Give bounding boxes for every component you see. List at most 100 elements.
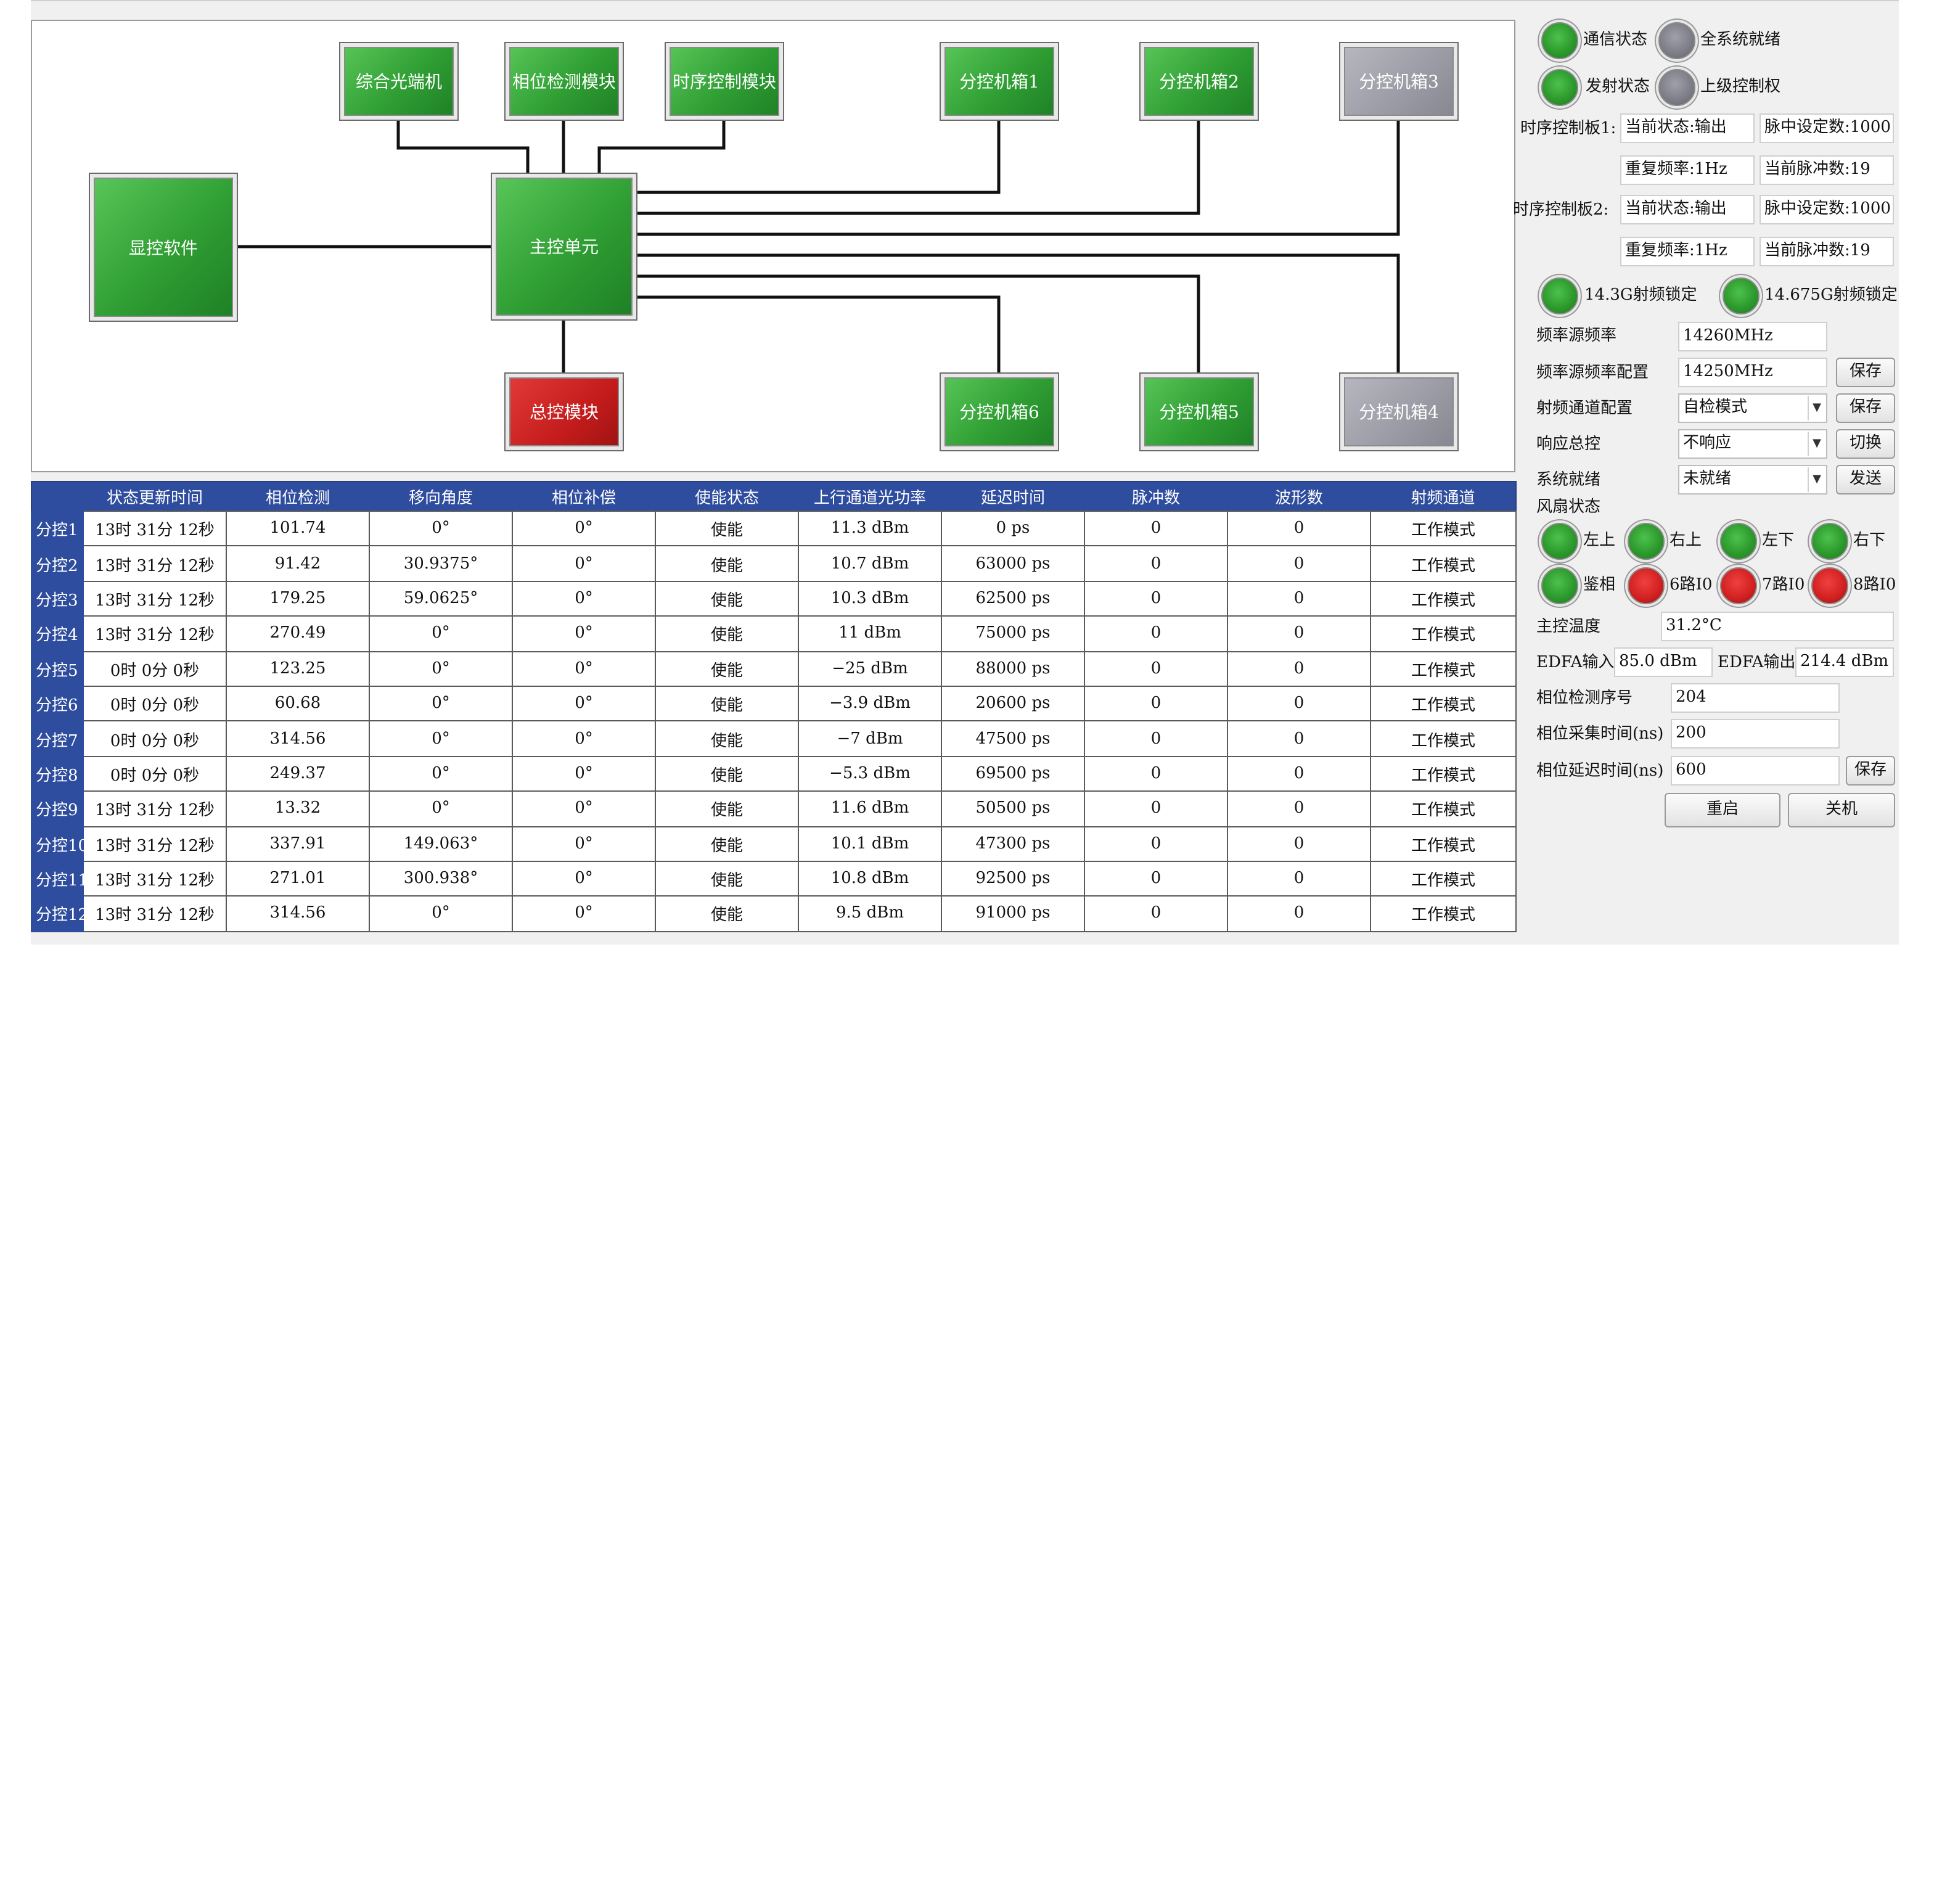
table-cell: −25 dBm	[798, 650, 942, 687]
node-sub-chassis-4[interactable]: 分控机箱4	[1339, 372, 1459, 451]
table-cell: 0时 0分 0秒	[83, 685, 227, 722]
row-label: 分控2	[31, 545, 84, 582]
table-cell: 工作模式	[1370, 615, 1517, 652]
main-temp-label: 主控温度	[1536, 618, 1601, 636]
table-cell: 0	[1084, 545, 1228, 582]
all-ready-lamp	[1658, 22, 1695, 59]
respond-master-label: 响应总控	[1536, 435, 1601, 454]
table-cell: 0	[1227, 790, 1371, 827]
phase-acq-time-value: 200	[1671, 719, 1840, 749]
table-cell: 0	[1227, 860, 1371, 897]
table-cell: 13时 31分 12秒	[83, 860, 227, 897]
respond-master-switch-button[interactable]: 切换	[1836, 429, 1895, 459]
freq-config-save-button[interactable]: 保存	[1836, 358, 1895, 387]
table-cell: 0	[1227, 545, 1371, 582]
line-main-sub5	[637, 274, 1200, 372]
table-cell: 249.37	[226, 755, 370, 792]
table-cell: 0	[1227, 826, 1371, 862]
table-cell: 63000 ps	[941, 545, 1085, 582]
fan-top-right-lamp	[1628, 523, 1665, 560]
rf-channel-select[interactable]: 自检模式 ▼	[1678, 393, 1827, 423]
restart-button[interactable]: 重启	[1665, 793, 1780, 827]
table-cell: 0	[1227, 650, 1371, 687]
line-main-sub6	[637, 295, 1001, 372]
row-label: 分控1	[31, 510, 84, 547]
chevron-down-icon[interactable]: ▼	[1808, 467, 1825, 492]
table-cell: 13时 31分 12秒	[83, 545, 227, 582]
chevron-down-icon[interactable]: ▼	[1808, 432, 1825, 456]
respond-master-selected: 不响应	[1683, 434, 1732, 453]
table-cell: 300.938°	[369, 860, 513, 897]
system-ready-select[interactable]: 未就绪 ▼	[1678, 465, 1827, 494]
node-timing-control[interactable]: 时序控制模块	[665, 42, 784, 121]
edfa-output-label: EDFA输出	[1718, 654, 1796, 672]
timing-1-pulse-current: 当前脉冲数:19	[1760, 155, 1894, 185]
table-cell: 11.6 dBm	[798, 790, 942, 827]
freq-source-value: 14260MHz	[1678, 322, 1827, 351]
table-cell: 使能	[655, 615, 799, 652]
freq-config-label: 频率源频率配置	[1536, 364, 1649, 382]
row-label: 分控10	[31, 826, 88, 862]
column-header: 状态更新时间	[83, 482, 226, 511]
timing-board-1-label: 时序控制板1:	[1520, 120, 1616, 138]
comm-status-lamp	[1541, 22, 1578, 59]
row-label: 分控3	[31, 580, 84, 617]
node-phase-detect[interactable]: 相位检测模块	[504, 42, 624, 121]
table-cell: 91000 ps	[941, 895, 1085, 932]
row-label: 分控4	[31, 615, 84, 652]
table-cell: 75000 ps	[941, 615, 1085, 652]
table-cell: 13时 31分 12秒	[83, 510, 227, 547]
column-header: 脉冲数	[1084, 482, 1227, 511]
node-sub-chassis-3[interactable]: 分控机箱3	[1339, 42, 1459, 121]
freq-config-input[interactable]: 14250MHz	[1678, 358, 1827, 387]
table-cell: 0	[1084, 895, 1228, 932]
column-header: 使能状态	[655, 482, 798, 511]
table-cell: 314.56	[226, 720, 370, 757]
node-master-control[interactable]: 总控模块	[504, 372, 624, 451]
table-cell: 13时 31分 12秒	[83, 615, 227, 652]
table-header-row: 状态更新时间 相位检测 移向角度 相位补偿 使能状态 上行通道光功率 延迟时间 …	[31, 482, 1516, 511]
system-ready-send-button[interactable]: 发送	[1836, 465, 1895, 494]
timing-2-pulse-current: 当前脉冲数:19	[1760, 237, 1894, 266]
node-sub-chassis-2[interactable]: 分控机箱2	[1139, 42, 1259, 121]
timing-2-state: 当前状态:输出	[1620, 195, 1755, 224]
node-sub-chassis-1[interactable]: 分控机箱1	[940, 42, 1059, 121]
main-temp-value: 31.2°C	[1661, 612, 1894, 641]
shutdown-button[interactable]: 关机	[1788, 793, 1895, 827]
io-8-label: 8路I0	[1853, 576, 1896, 594]
row-label: 分控8	[31, 755, 84, 792]
table-cell: 0°	[369, 510, 513, 547]
table-cell: 13.32	[226, 790, 370, 827]
table-cell: 工作模式	[1370, 545, 1517, 582]
table-cell: 工作模式	[1370, 860, 1517, 897]
io-6-lamp	[1628, 567, 1665, 604]
table-cell: 工作模式	[1370, 720, 1517, 757]
phase-delay-time-label: 相位延迟时间(ns)	[1536, 762, 1664, 781]
chevron-down-icon[interactable]: ▼	[1808, 396, 1825, 421]
fan-top-left-lamp	[1541, 523, 1578, 560]
rf-lock-14-675g-label: 14.675G射频锁定	[1764, 286, 1898, 305]
table-cell: 0	[1084, 755, 1228, 792]
table-cell: 0	[1084, 580, 1228, 617]
table-cell: 使能	[655, 860, 799, 897]
respond-master-select[interactable]: 不响应 ▼	[1678, 429, 1827, 459]
table-cell: 0°	[369, 615, 513, 652]
table-cell: 使能	[655, 895, 799, 932]
comm-status-label: 通信状态	[1583, 31, 1648, 49]
table-cell: 0°	[369, 650, 513, 687]
node-display-software[interactable]: 显控软件	[89, 173, 238, 322]
table-cell: 47300 ps	[941, 826, 1085, 862]
row-label: 分控12	[31, 895, 88, 932]
node-optical-terminal[interactable]: 综合光端机	[339, 42, 459, 121]
node-sub-chassis-6[interactable]: 分控机箱6	[940, 372, 1059, 451]
phase-delay-save-button[interactable]: 保存	[1846, 756, 1895, 786]
node-sub-chassis-5[interactable]: 分控机箱5	[1139, 372, 1259, 451]
table-cell: 47500 ps	[941, 720, 1085, 757]
node-main-control[interactable]: 主控单元	[491, 173, 637, 321]
fan-status-title: 风扇状态	[1536, 498, 1601, 517]
phase-delay-time-input[interactable]: 600	[1671, 756, 1840, 786]
io-8-lamp	[1811, 567, 1848, 604]
rf-channel-save-button[interactable]: 保存	[1836, 393, 1895, 423]
table-cell: 工作模式	[1370, 510, 1517, 547]
